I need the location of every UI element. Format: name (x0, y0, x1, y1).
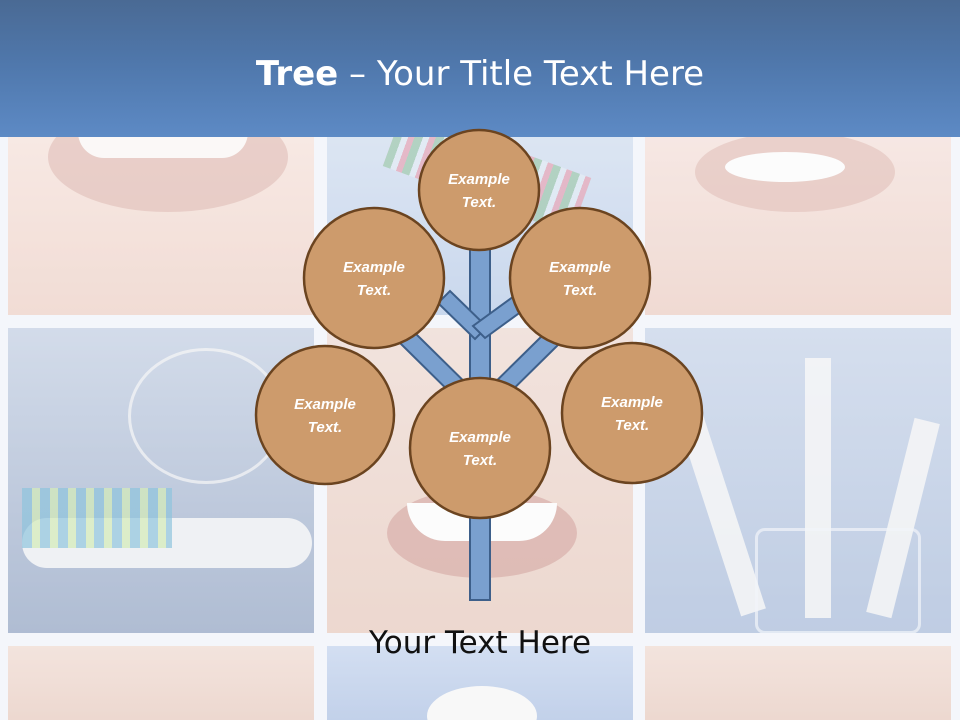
node-lower-left-line1: Example (294, 396, 356, 413)
node-upper-right-line1: Example (549, 259, 611, 276)
node-center-circle (408, 376, 552, 520)
node-lower-right-line1: Example (601, 394, 663, 411)
node-upper-right-label: Example Text. (520, 256, 640, 302)
bottom-right-photo (645, 646, 951, 720)
title-bar (0, 0, 960, 137)
smile-photo (645, 132, 951, 315)
node-upper-right-line2: Text. (562, 282, 598, 299)
node-top-label: Example Text. (419, 168, 539, 214)
bottom-left-photo (8, 646, 314, 720)
node-upper-left-label: Example Text. (314, 256, 434, 302)
title-rest: – Your Title Text Here (338, 54, 705, 94)
node-lower-right-line2: Text. (614, 417, 650, 434)
node-top-line2: Text. (461, 194, 497, 211)
toothbrushes-in-glass-photo (645, 328, 951, 633)
title-bold: Tree (255, 54, 339, 94)
node-upper-left-circle (302, 206, 446, 350)
node-lower-left-label: Example Text. (265, 393, 385, 439)
node-lower-left-circle (254, 344, 396, 486)
tree-nodes (254, 128, 704, 520)
smiling-lips-photo (8, 132, 314, 315)
node-top-line1: Example (448, 171, 510, 188)
node-center-line1: Example (449, 429, 511, 446)
node-lower-left-line2: Text. (307, 419, 343, 436)
node-upper-right-circle (508, 206, 652, 350)
node-center-line2: Text. (462, 452, 498, 469)
node-center-label: Example Text. (420, 426, 540, 472)
node-top-circle (417, 128, 541, 252)
node-lower-right-label: Example Text. (572, 391, 692, 437)
dental-floss-photo (8, 328, 314, 633)
node-upper-left-line1: Example (343, 259, 405, 276)
node-lower-right-circle (560, 341, 704, 485)
slide-title: Tree – Your Title Text Here (0, 52, 960, 96)
slide-caption: Your Text Here (368, 625, 592, 661)
bottom-center-photo (327, 646, 633, 720)
node-upper-left-line2: Text. (356, 282, 392, 299)
